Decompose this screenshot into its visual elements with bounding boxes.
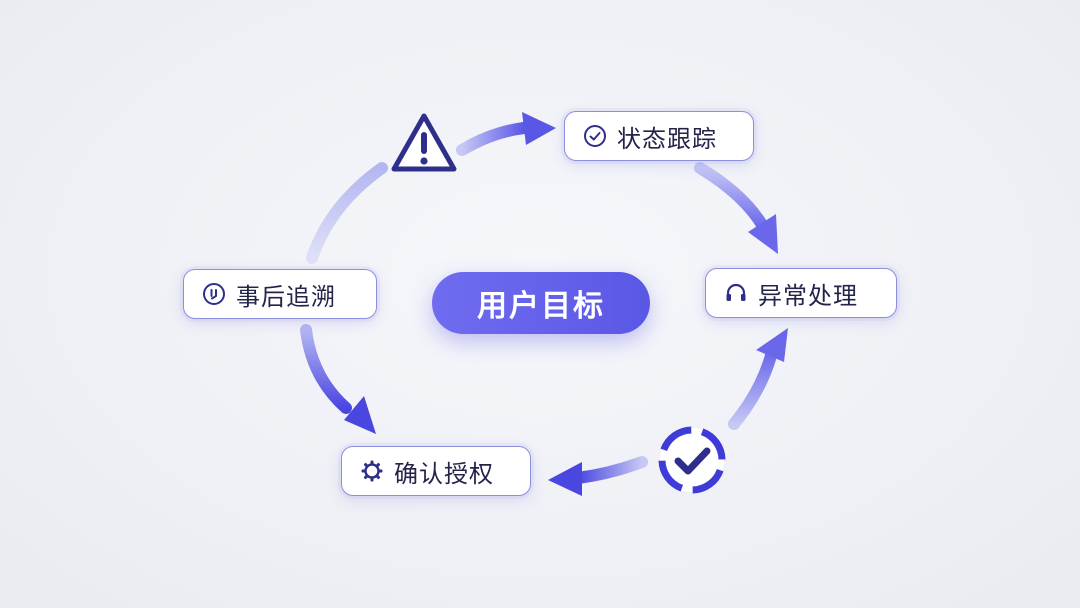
check-circle-icon xyxy=(584,125,606,147)
node-status-tracking: 状态跟踪 xyxy=(564,111,754,161)
arrow-trace-to-confirm xyxy=(300,324,352,414)
arrowhead-top xyxy=(522,112,556,145)
node-confirm-authorization: 确认授权 xyxy=(341,446,531,496)
arrow-warning-to-status xyxy=(456,122,530,156)
arrow-check-to-exception xyxy=(728,346,778,430)
history-icon xyxy=(203,283,225,305)
node-post-trace: 事后追溯 xyxy=(183,269,377,319)
arrowhead-right-top xyxy=(748,214,778,254)
node-exception-label: 异常处理 xyxy=(758,281,858,310)
node-status-label: 状态跟踪 xyxy=(617,124,717,153)
arrowhead-right-bottom xyxy=(756,328,788,362)
center-goal-label: 用户目标 xyxy=(477,289,605,324)
arrow-check-to-confirm xyxy=(572,456,648,484)
center-goal: 用户目标 xyxy=(432,272,650,334)
arrowhead-bottom xyxy=(548,462,582,496)
arrow-trace-to-warning xyxy=(306,162,388,264)
gear-icon xyxy=(361,460,383,482)
check-ring-icon xyxy=(658,426,726,494)
warning-triangle-icon xyxy=(391,113,457,172)
node-trace-label: 事后追溯 xyxy=(236,282,336,311)
arrowhead-left-bottom xyxy=(344,396,376,434)
arrow-status-to-exception xyxy=(694,162,770,234)
node-exception-handling: 异常处理 xyxy=(705,268,897,318)
node-confirm-label: 确认授权 xyxy=(394,459,494,488)
headset-icon xyxy=(726,283,746,301)
